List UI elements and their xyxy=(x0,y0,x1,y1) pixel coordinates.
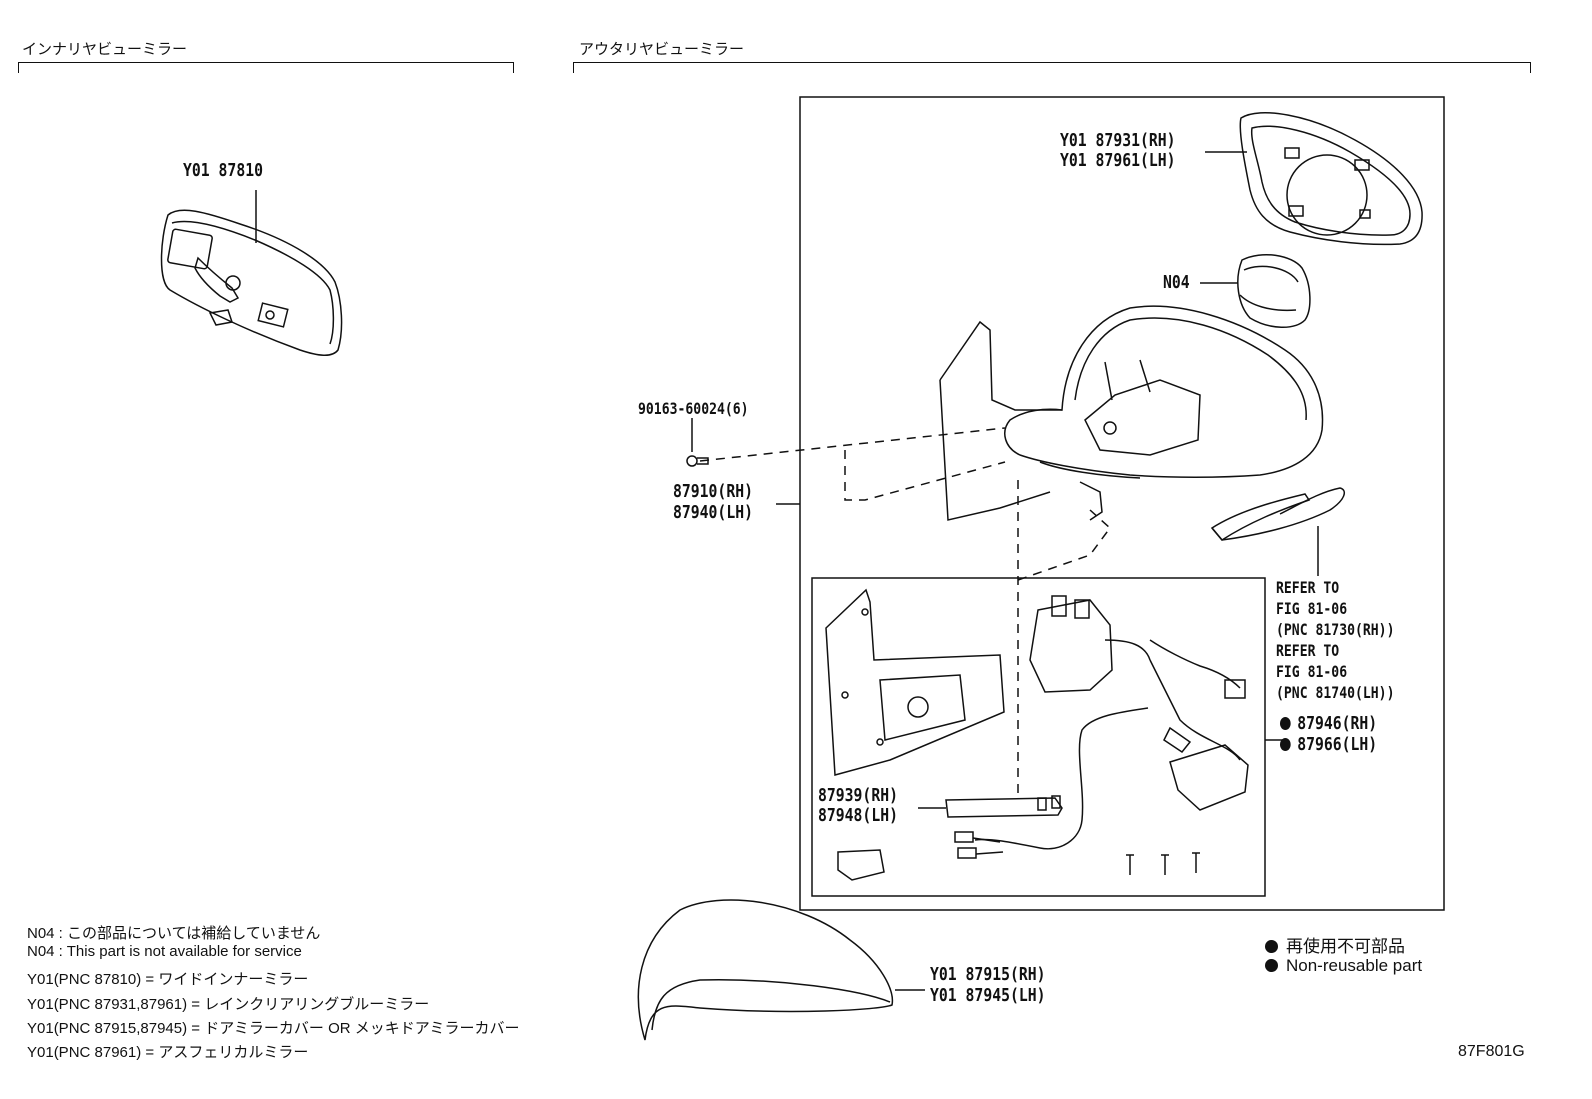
label-mirror-assy-rh: 87910(RH) xyxy=(673,481,753,502)
legend-non-reusable-jp: 再使用不可部品 xyxy=(1265,932,1405,957)
turn-signal-drawing xyxy=(1210,487,1346,541)
label-refer-5: FIG 81-06 xyxy=(1276,662,1348,681)
label-cover-lh: Y01 87945(LH) xyxy=(930,985,1046,1006)
label-lamp-rh: 87939(RH) xyxy=(818,785,898,806)
note-y01-87810: Y01(PNC 87810) = ワイドインナーミラー xyxy=(27,971,309,988)
label-mirror-assy-lh: 87940(LH) xyxy=(673,502,753,523)
screw-drawing xyxy=(686,418,709,467)
section-bracket-outer xyxy=(573,62,1531,73)
label-refer-6: (PNC 81740(LH)) xyxy=(1276,683,1395,702)
n04-actuator-drawing xyxy=(1237,253,1311,328)
mirror-glass-drawing xyxy=(1239,112,1423,246)
harness-drawing xyxy=(974,639,1249,850)
label-cover-rh: Y01 87915(RH) xyxy=(930,964,1046,985)
clip-and-screws-drawing xyxy=(837,849,1200,881)
note-y01-87915: Y01(PNC 87915,87945) = ドアミラーカバー OR メッキドア… xyxy=(27,1020,520,1037)
legend-dot-icon xyxy=(1265,959,1278,972)
section-title-outer-mirror: アウタリヤビューミラー xyxy=(579,40,745,58)
retractor-motor-drawing xyxy=(1029,595,1151,693)
note-n04-jp: N04 : この部品については補給していません xyxy=(27,925,321,942)
section-bracket-inner xyxy=(18,62,514,73)
note-y01-87961: Y01(PNC 87961) = アスフェリカルミラー xyxy=(27,1044,309,1061)
label-non-reusable-lh: 87966(LH) xyxy=(1280,735,1377,755)
non-reusable-dot-icon xyxy=(1280,717,1291,730)
label-inner-mirror: Y01 87810 xyxy=(183,160,263,181)
mirror-assembly-drawing xyxy=(939,305,1324,521)
label-n04: N04 xyxy=(1163,272,1190,293)
label-refer-2: FIG 81-06 xyxy=(1276,599,1348,618)
inner-mirror-drawing xyxy=(160,209,343,356)
section-title-inner-mirror: インナリヤビューミラー xyxy=(22,40,188,58)
note-n04-en: N04 : This part is not available for ser… xyxy=(27,943,302,960)
legend-dot-icon xyxy=(1265,940,1278,953)
mirror-assembly-dashed-lines xyxy=(699,427,1112,795)
label-lamp-lh: 87948(LH) xyxy=(818,805,898,826)
label-screw: 90163-60024(6) xyxy=(638,399,749,418)
legend-non-reusable-en: Non-reusable part xyxy=(1265,956,1422,976)
door-bracket-drawing xyxy=(825,588,1005,776)
sub-assembly-frame xyxy=(811,577,1266,897)
label-refer-4: REFER TO xyxy=(1276,641,1340,660)
label-mirror-glass-rh: Y01 87931(RH) xyxy=(1060,130,1176,151)
mirror-cover-drawing xyxy=(637,899,894,1041)
label-refer-1: REFER TO xyxy=(1276,578,1340,597)
label-non-reusable-rh: 87946(RH) xyxy=(1280,714,1377,734)
note-y01-87931: Y01(PNC 87931,87961) = レインクリアリングブルーミラー xyxy=(27,996,430,1013)
lamp-strip-drawing xyxy=(945,795,1063,859)
non-reusable-dot-icon xyxy=(1280,738,1291,751)
label-mirror-glass-lh: Y01 87961(LH) xyxy=(1060,150,1176,171)
label-refer-3: (PNC 81730(RH)) xyxy=(1276,620,1395,639)
figure-code: 87F801G xyxy=(1458,1043,1525,1060)
